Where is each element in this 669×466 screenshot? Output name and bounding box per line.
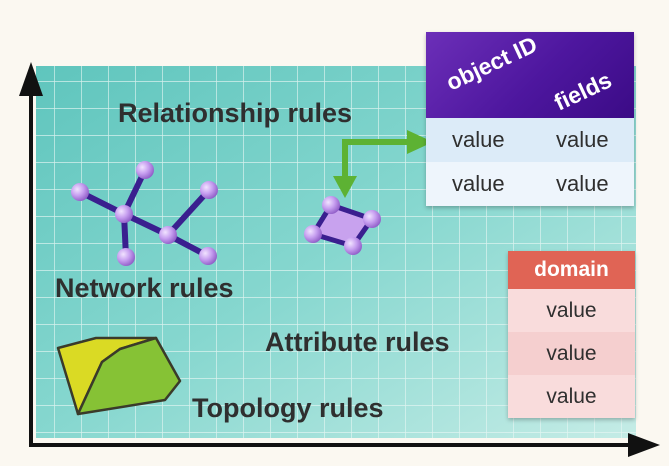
network-rules-label: Network rules	[55, 273, 234, 303]
relationship-table: object ID fields value value value value	[426, 30, 634, 206]
domain-value-row: value	[508, 332, 635, 375]
table-cell: value	[452, 171, 505, 196]
network-graph-icon	[71, 161, 218, 266]
table-row: value value	[426, 162, 634, 206]
y-axis	[19, 62, 43, 445]
object-id-header: object ID	[442, 30, 542, 96]
topology-rules-label: Topology rules	[192, 393, 384, 423]
domain-table: domain value value value	[508, 251, 635, 418]
relationship-rules-label: Relationship rules	[118, 98, 353, 128]
attribute-rules-label: Attribute rules	[265, 327, 450, 357]
topology-polygon-icon	[56, 336, 182, 416]
domain-value-row: value	[508, 289, 635, 332]
table-row: value value	[426, 118, 634, 162]
related-object-icon	[304, 196, 381, 255]
relationship-table-header: object ID fields	[426, 30, 634, 118]
domain-header: domain	[508, 251, 635, 289]
table-cell: value	[556, 171, 609, 196]
relationship-arrows	[333, 130, 433, 198]
table-cell: value	[452, 127, 505, 152]
domain-value-row: value	[508, 375, 635, 418]
x-axis	[29, 433, 660, 457]
table-cell: value	[556, 127, 609, 152]
fields-header: fields	[550, 66, 616, 116]
